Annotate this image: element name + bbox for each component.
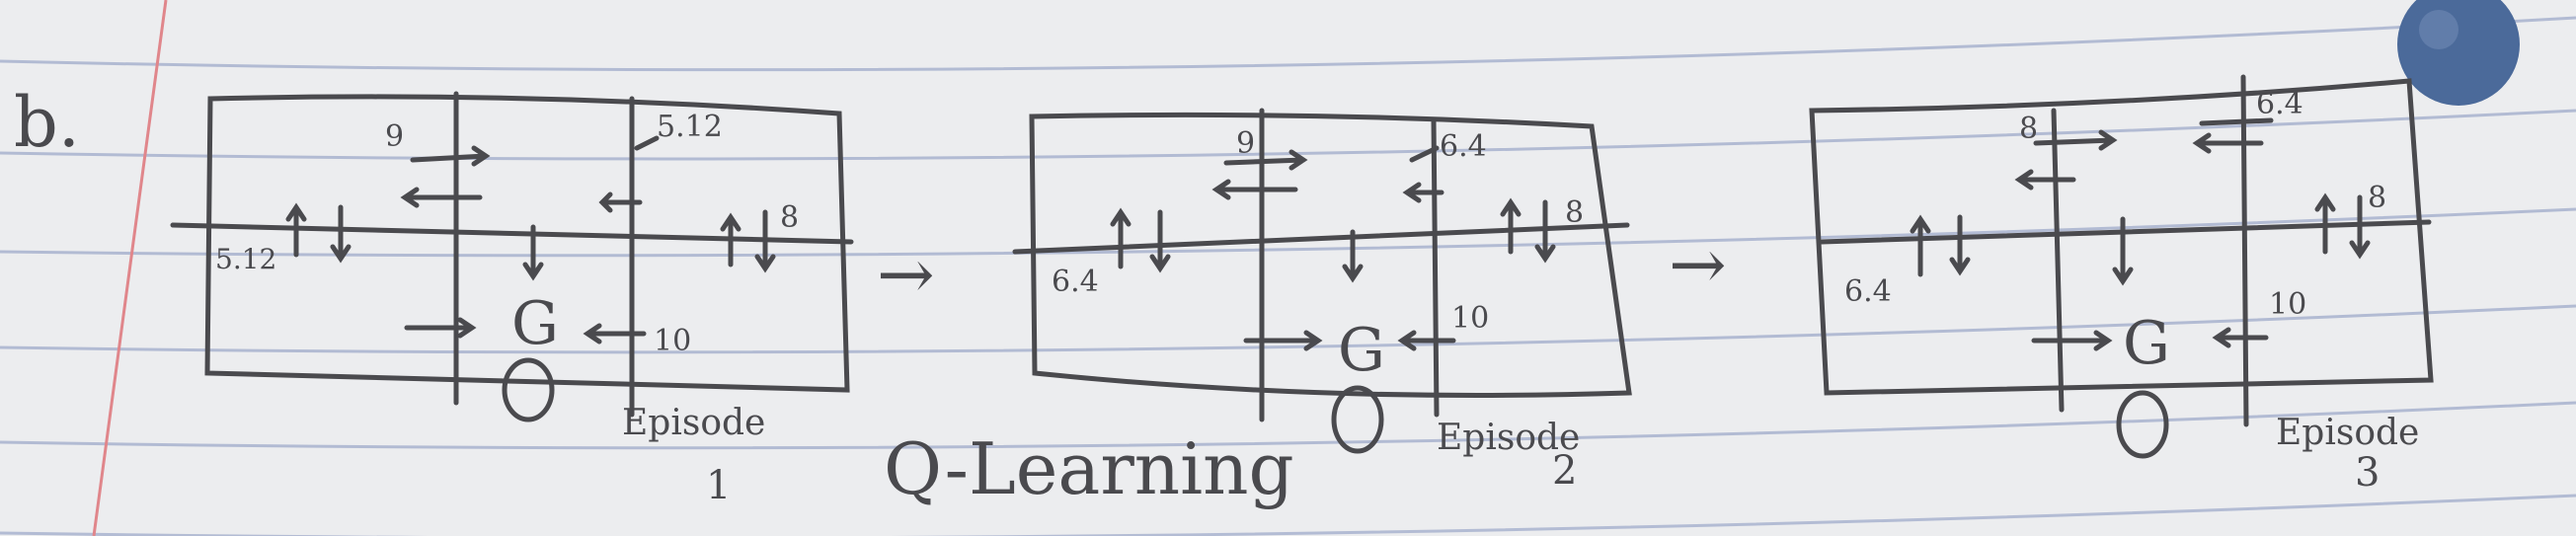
episode-1-label: Episode <box>622 403 765 443</box>
ruled-lines <box>0 16 2576 536</box>
episode-2-middle-right-value: 8 <box>1565 195 1584 230</box>
episode-1-top-middle-value: 9 <box>385 119 404 154</box>
episode-2-top-right-value: 6.4 <box>1440 129 1487 164</box>
episode-2-label: Episode <box>1437 418 1580 458</box>
episode-2-middle-left-value: 6.4 <box>1052 265 1099 299</box>
episode-3-goal: G <box>2123 309 2170 378</box>
page-title: Q-Learning <box>884 427 1294 510</box>
episode-3-number: 3 <box>2355 450 2380 496</box>
episode-1-number: 1 <box>706 463 731 508</box>
episode-1-middle-right-value: 8 <box>780 200 799 235</box>
episode-2-grid <box>1012 108 1632 454</box>
episode-3-middle-right-value: 8 <box>2368 181 2386 215</box>
episode-3-label: Episode <box>2276 413 2419 453</box>
episode-3-bottom-right-value: 10 <box>2269 287 2306 322</box>
transition-arrow-2: → <box>1669 224 1727 305</box>
episode-1-goal: G <box>511 289 559 358</box>
episode-3-grid <box>1809 74 2434 459</box>
transition-arrow-1: → <box>877 234 935 315</box>
episode-3-middle-left-value: 6.4 <box>1844 274 1892 309</box>
binder-hole <box>2397 0 2520 106</box>
episode-1-bottom-right-value: 10 <box>654 324 691 358</box>
episode-1-top-right-value: 5.12 <box>657 110 723 144</box>
episode-2-top-middle-value: 9 <box>1236 126 1255 161</box>
episode-2-number: 2 <box>1552 448 1577 494</box>
part-label: b. <box>14 82 80 163</box>
episode-3-top-right-value: 6.4 <box>2256 87 2303 121</box>
episode-1-grid <box>170 91 854 422</box>
episode-2-goal: G <box>1338 316 1385 385</box>
episode-3-top-middle-value: 8 <box>2019 112 2038 146</box>
episode-2-bottom-right-value: 10 <box>1451 301 1489 336</box>
margin-line <box>92 0 168 536</box>
episode-1-middle-left-value: 5.12 <box>215 243 276 275</box>
